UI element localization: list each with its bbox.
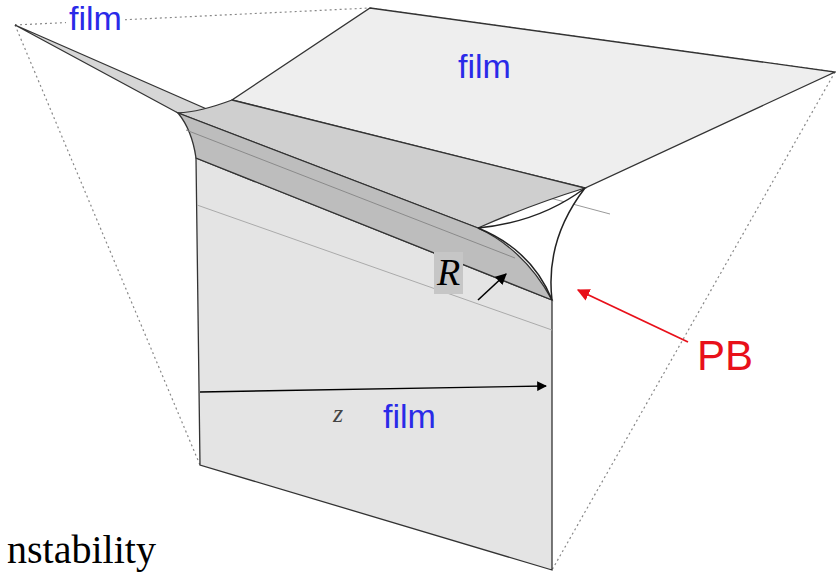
film-label: film — [380, 398, 439, 435]
plateau-border-label: PB — [694, 333, 756, 379]
shade-line — [186, 130, 515, 258]
plateau-border-section — [478, 188, 585, 300]
axis-label: z — [330, 400, 346, 429]
film-label: film — [66, 0, 125, 37]
film-label: film — [455, 48, 514, 85]
frame-line — [15, 8, 835, 570]
caption-fragment: nstability — [4, 528, 159, 572]
z-arrow — [200, 386, 546, 392]
radius-label: R — [434, 252, 463, 294]
radius-arrow — [478, 274, 506, 300]
pointer-arrow — [578, 290, 688, 342]
plateau-border-face — [178, 113, 552, 300]
